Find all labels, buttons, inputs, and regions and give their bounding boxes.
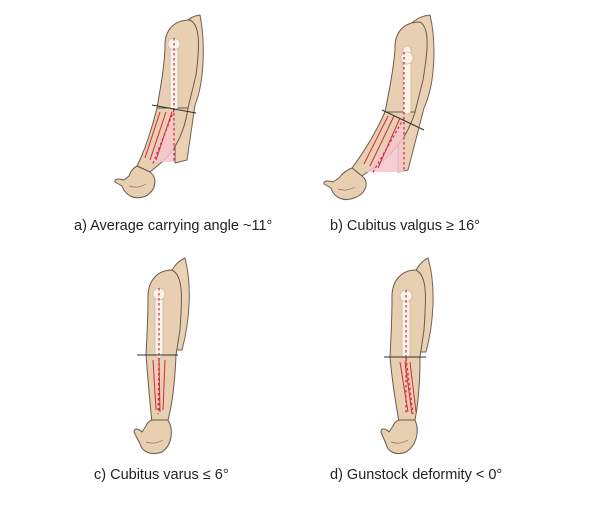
panel-d-arm-illustration bbox=[380, 257, 434, 455]
caption-panel-a: a) Average carrying angle ~11° bbox=[74, 218, 273, 234]
panel-a-arm-illustration bbox=[114, 14, 204, 199]
caption-panel-d: d) Gunstock deformity < 0° bbox=[330, 467, 503, 483]
caption-panel-b: b) Cubitus valgus ≥ 16° bbox=[330, 218, 480, 234]
panel-c-arm-illustration bbox=[133, 257, 190, 455]
panel-b-arm-illustration bbox=[323, 14, 435, 201]
caption-panel-c: c) Cubitus varus ≤ 6° bbox=[94, 467, 229, 483]
